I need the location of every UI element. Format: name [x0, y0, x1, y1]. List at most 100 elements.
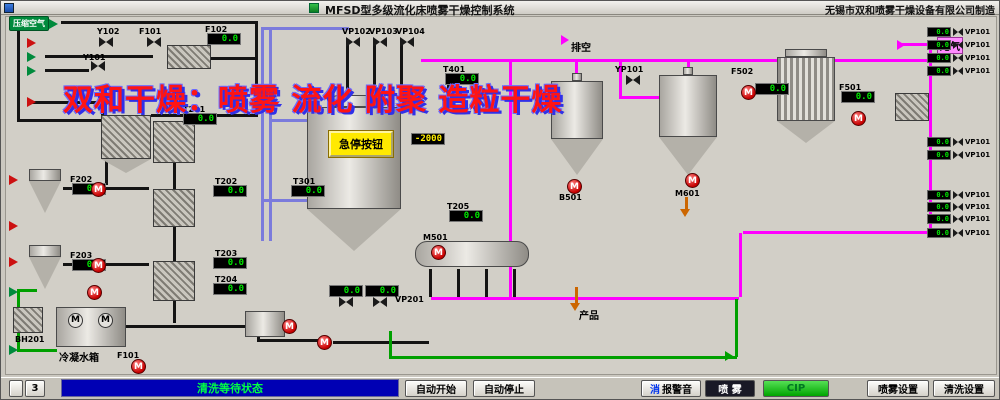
- flow-label: 排空: [571, 43, 591, 54]
- tag-label: VP101: [965, 138, 991, 146]
- manufacturer-label: 无锡市双和喷雾干燥设备有限公司制造: [825, 6, 995, 17]
- button-label: 清洗设置: [944, 385, 984, 396]
- valve-icon[interactable]: [953, 54, 963, 62]
- tag-label: F501: [839, 83, 862, 92]
- pipe: [257, 339, 321, 342]
- pipe: [619, 96, 681, 99]
- tag-label: VP101: [965, 215, 991, 223]
- feed-arrowhead: [9, 257, 18, 267]
- valve-icon[interactable]: [626, 75, 640, 85]
- flow-arrow: [570, 303, 580, 311]
- mini-button-3[interactable]: 3: [25, 380, 45, 397]
- valve-icon[interactable]: [373, 297, 387, 307]
- auto-start-button[interactable]: 自动开始: [405, 380, 467, 397]
- spray-button[interactable]: 喷 雾: [705, 380, 755, 397]
- valve-icon[interactable]: [953, 67, 963, 75]
- feed-arrowhead: [27, 52, 36, 62]
- small-cyclone: [29, 169, 61, 181]
- valve-icon[interactable]: [953, 28, 963, 36]
- pipe: [447, 83, 450, 107]
- heat-exchanger: [895, 93, 929, 121]
- feed-arrow: [9, 221, 18, 231]
- value-display: 0.0: [927, 228, 951, 238]
- tag-label: F202: [70, 175, 93, 184]
- pipe: [173, 163, 176, 191]
- tag-label: YP101: [615, 65, 644, 74]
- pump-icon[interactable]: M: [741, 85, 756, 100]
- pump-icon[interactable]: M: [431, 245, 446, 260]
- cyclone: [659, 75, 717, 137]
- equipment-cone: [101, 159, 151, 173]
- pipe: [17, 119, 103, 122]
- agitator-motor: M: [98, 313, 113, 328]
- valve-icon[interactable]: [953, 151, 963, 159]
- value-display: -2000: [411, 133, 445, 145]
- valve-icon[interactable]: [953, 215, 963, 223]
- pipe: [389, 356, 737, 359]
- tag-label: VP201: [395, 295, 424, 304]
- emergency-stop-button[interactable]: 急停按钮: [328, 130, 394, 158]
- tag-label: VP102: [342, 27, 371, 36]
- flow-arrow: [680, 209, 690, 217]
- agitator-motor: M: [68, 313, 83, 328]
- valve-icon[interactable]: [953, 191, 963, 199]
- auto-stop-button[interactable]: 自动停止: [473, 380, 535, 397]
- valve-icon[interactable]: [99, 37, 113, 47]
- feed-arrowhead: [27, 66, 36, 76]
- valve-icon[interactable]: [953, 229, 963, 237]
- small-cyclone: [29, 245, 61, 257]
- value-display: 0.0: [213, 283, 247, 295]
- bag-filter: [101, 115, 151, 159]
- pipe: [197, 57, 257, 60]
- valve-icon[interactable]: [953, 203, 963, 211]
- clean-settings-button[interactable]: 清洗设置: [933, 380, 995, 397]
- pipe: [173, 301, 176, 323]
- vessel: [245, 311, 285, 337]
- feed-arrow: [27, 52, 36, 62]
- pump-icon[interactable]: M: [567, 179, 582, 194]
- spray-settings-button[interactable]: 喷雾设置: [867, 380, 929, 397]
- pump-icon[interactable]: M: [282, 319, 297, 334]
- valve-icon[interactable]: [400, 37, 414, 47]
- valve-icon[interactable]: [346, 37, 360, 47]
- flow-label: 产品: [579, 311, 599, 322]
- valve-icon[interactable]: [91, 61, 105, 71]
- valve-icon[interactable]: [953, 138, 963, 146]
- tag-label: T202: [215, 177, 238, 186]
- page-title: MFSD型多级流化床喷雾干燥控制系统: [325, 4, 515, 17]
- right-valve-row: 0.0 VP101: [927, 228, 990, 238]
- heat-exchanger: [153, 261, 195, 301]
- value-display: 0.0: [329, 285, 363, 297]
- valve-icon[interactable]: [373, 37, 387, 47]
- cyclone: [551, 81, 603, 139]
- pump-icon[interactable]: M: [131, 359, 146, 374]
- valve-icon[interactable]: [339, 297, 353, 307]
- equipment-cone: [29, 257, 61, 289]
- tag-label: VP101: [965, 229, 991, 237]
- pump-icon[interactable]: M: [91, 182, 106, 197]
- button-label: 自动开始: [416, 385, 456, 396]
- feed-arrow: [27, 38, 36, 48]
- tag-label: VP101: [965, 203, 991, 211]
- cip-button[interactable]: CIP: [763, 380, 829, 397]
- tag-label: VP103: [369, 27, 398, 36]
- pump-icon[interactable]: M: [91, 258, 106, 273]
- pump-icon[interactable]: M: [317, 335, 332, 350]
- pump-icon[interactable]: M: [685, 173, 700, 188]
- mute-alarm-button[interactable]: 消报警音: [641, 380, 701, 397]
- valve-icon[interactable]: [147, 37, 161, 47]
- valve-icon[interactable]: [953, 41, 963, 49]
- condensate-tank: [56, 307, 126, 347]
- pipe: [513, 269, 516, 297]
- pump-icon[interactable]: M: [87, 285, 102, 300]
- tag-label: F101: [139, 27, 162, 36]
- pipe: [457, 269, 460, 297]
- pipe: [901, 43, 931, 46]
- feed-arrowhead: [9, 345, 18, 355]
- pump-icon[interactable]: M: [851, 111, 866, 126]
- flow-arrow: [725, 351, 733, 361]
- mini-button-1[interactable]: [9, 380, 23, 397]
- pipe: [743, 231, 931, 234]
